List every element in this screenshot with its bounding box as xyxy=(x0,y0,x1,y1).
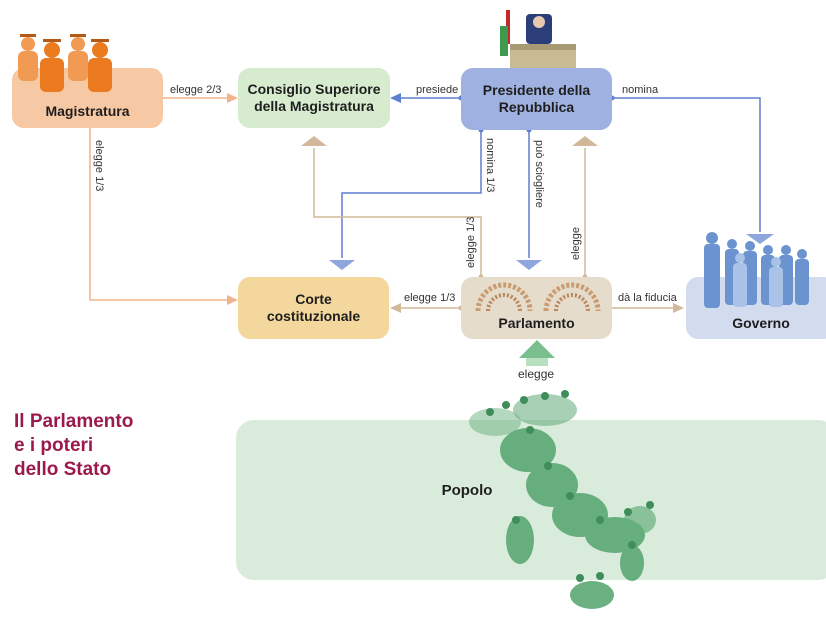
edge-label-elegge-2-3: elegge 2/3 xyxy=(170,84,222,96)
edge-label-puo-sciogliere: può sciogliere xyxy=(533,140,545,208)
arrow-to-governo-fiducia xyxy=(673,303,684,313)
edge-label-presiede: presiede xyxy=(416,84,459,96)
edge-nomina-1-3 xyxy=(341,130,482,258)
arrow-presiede xyxy=(390,93,401,103)
presidente-label-line1: Presidente della xyxy=(482,82,591,98)
arrow-to-csm xyxy=(227,93,238,103)
edge-nomina xyxy=(612,97,761,232)
edge-label-nomina: nomina xyxy=(622,84,659,96)
governo-label: Governo xyxy=(732,315,790,331)
presidente-box: Presidente della Repubblica xyxy=(461,68,612,130)
diagram-title: Il Parlamento e i poteri dello Stato xyxy=(14,410,133,482)
edge-label-elegge-1-3-corte: elegge 1/3 xyxy=(404,292,456,304)
edge-label-elegge-presidente: elegge xyxy=(570,226,582,260)
edge-label-da-la-fiducia: dà la fiducia xyxy=(618,292,677,304)
title-line-3: dello Stato xyxy=(14,459,112,480)
judges-icon xyxy=(18,34,112,92)
arrow-parl-corte xyxy=(390,303,401,313)
csm-label-line2: della Magistratura xyxy=(254,98,374,114)
corte-label-line2: costituzionale xyxy=(266,308,361,324)
arrow-to-governo xyxy=(746,234,774,244)
edge-label-elegge-1-3-magistratura: elegge 1/3 xyxy=(93,140,105,192)
edge-label-popolo-elegge: elegge xyxy=(518,367,555,381)
presidente-label-line2: Repubblica xyxy=(498,99,575,115)
popolo-label-text: Popolo xyxy=(441,481,493,499)
corte-box: Corte costituzionale xyxy=(238,277,389,339)
csm-box: Consiglio Superiore della Magistratura xyxy=(238,68,390,128)
arrow-nomina-corte xyxy=(329,260,355,270)
arrow-sciogliere xyxy=(516,260,542,270)
edge-label-elegge-1-3-csm: elegge 1/3 xyxy=(465,216,477,268)
edge-label-nomina-1-3: nomina 1/3 xyxy=(484,138,496,193)
government-people-icon xyxy=(704,232,809,308)
parlamento-label: Parlamento xyxy=(498,315,575,331)
arrow-popolo-elegge xyxy=(519,340,555,358)
parlamento-box: Parlamento xyxy=(461,277,612,339)
arrow-to-csm-up xyxy=(301,136,327,146)
title-line-1: Il Parlamento xyxy=(14,411,134,432)
arrow-to-presidente xyxy=(572,136,598,146)
president-desk-icon xyxy=(500,10,576,72)
title-line-2: e i poteri xyxy=(14,435,94,456)
corte-label-line1: Corte xyxy=(295,291,332,307)
arrow-to-corte xyxy=(227,295,238,305)
parliament-hemicycle-icon xyxy=(475,282,601,312)
csm-label-line1: Consiglio Superiore xyxy=(247,81,381,97)
magistratura-label: Magistratura xyxy=(45,103,130,119)
edge-elegge-1-3-csm xyxy=(313,148,482,277)
edge-elegge-1-3-magistratura xyxy=(89,128,230,301)
popolo-label: Popolo xyxy=(432,478,502,502)
